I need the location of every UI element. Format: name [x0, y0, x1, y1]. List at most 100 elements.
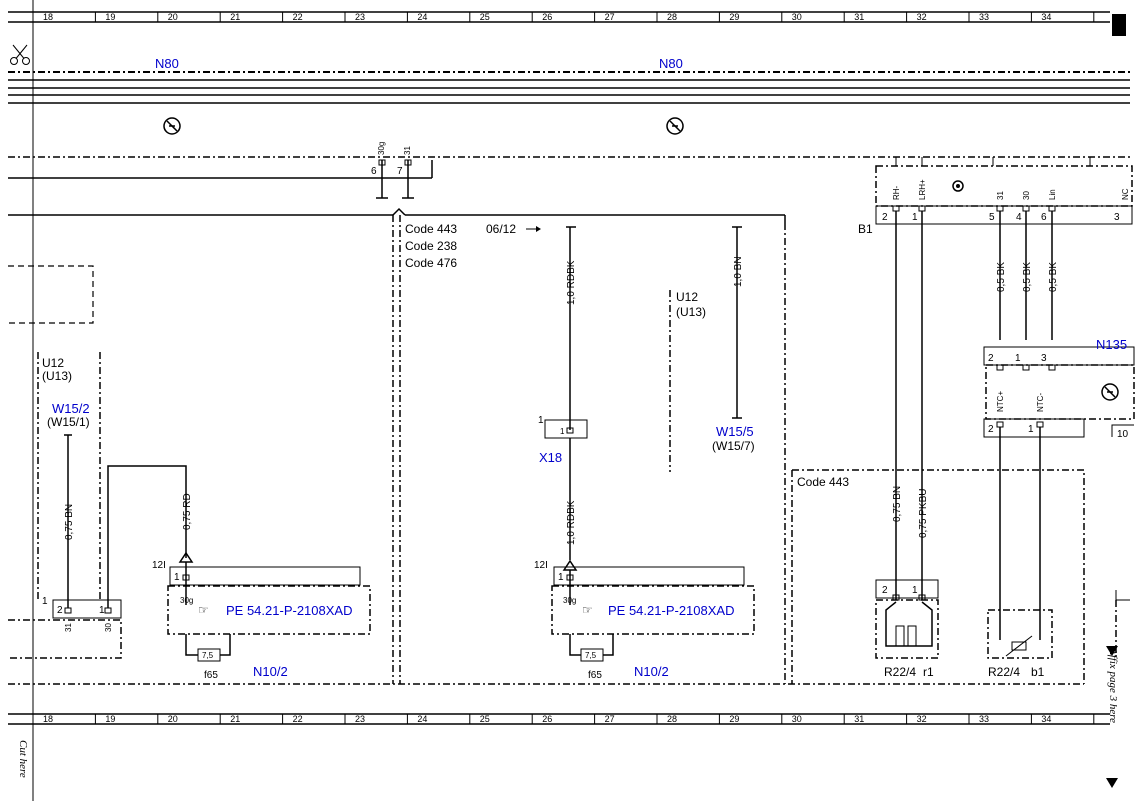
- pin-31-label: 31: [64, 623, 73, 632]
- ruler-number: 30: [792, 12, 802, 22]
- pin-10: 10: [1117, 429, 1129, 440]
- n80-bus: N80 N80: [8, 56, 1130, 104]
- pin-num-6: 6: [371, 166, 377, 177]
- pin-12i: 12I: [534, 560, 548, 571]
- pe-link-left[interactable]: PE 54.21-P-2108XAD: [226, 603, 352, 618]
- b1-num-4: 4: [1016, 212, 1022, 223]
- ruler-number: 26: [542, 12, 552, 22]
- n80-label-left: N80: [155, 56, 179, 71]
- corner-marker: [1112, 14, 1126, 36]
- affix-label: Affix page 3 here: [1107, 647, 1119, 723]
- n10-2-middle: 12I 1 30g ☞ PE 54.21-P-2108XAD 7,5 f65 N…: [534, 559, 755, 681]
- r22-pin-2: 2: [882, 585, 888, 596]
- pin-1b: 1: [99, 605, 105, 616]
- ruler-number: 25: [480, 12, 490, 22]
- wire-0-75-bn-right: 0,75 BN: [892, 486, 903, 522]
- n10-2-left: 12I 1 30g ☞ PE 54.21-P-2108XAD 7,5 f65 N…: [152, 551, 371, 681]
- pin-2: 2: [57, 605, 63, 616]
- ruler-number: 27: [605, 714, 615, 724]
- pin-31: 31: [403, 146, 412, 155]
- x18-label: X18: [539, 450, 562, 465]
- left-partial-box: [8, 265, 94, 324]
- r22-4-r1-label: R22/4: [884, 665, 916, 679]
- pin-30g-label: 30g: [180, 596, 193, 605]
- w15-1-label: (W15/1): [47, 415, 90, 429]
- pin-12i: 12I: [152, 560, 166, 571]
- ruler-number: 19: [105, 12, 115, 22]
- ruler-number: 29: [729, 714, 739, 724]
- r22-pin-1: 1: [912, 585, 918, 596]
- ruler-number: 33: [979, 714, 989, 724]
- fuse-value: 7,5: [585, 651, 597, 660]
- n135-bottom-1: 1: [1028, 424, 1034, 435]
- b1-num-6: 6: [1041, 212, 1047, 223]
- ntc-minus: NTC-: [1036, 393, 1045, 412]
- ntc-plus: NTC+: [996, 391, 1005, 412]
- pe-link-mid[interactable]: PE 54.21-P-2108XAD: [608, 603, 734, 618]
- arrow-right-icon: [536, 226, 541, 232]
- pin-31: 31: [996, 191, 1005, 200]
- n135-pin-3: 3: [1041, 353, 1047, 364]
- b1-module: B1 RH- LRH+ 31 30 Lin NC 2 1 5 4 6 3: [858, 157, 1133, 236]
- wire-0-75-rd: 0,75 RD: [182, 493, 193, 530]
- n80-connector: 30g 31 6 7: [8, 142, 433, 199]
- code-476: Code 476: [405, 256, 457, 270]
- module-top-border: [8, 207, 786, 223]
- n135-module: N135 2 1 3 NTC+ NTC- 2 1 10: [983, 337, 1135, 640]
- sensor-icon: [952, 180, 964, 192]
- ruler-number: 24: [417, 714, 427, 724]
- ruler-number: 33: [979, 12, 989, 22]
- b1-num-3: 3: [1114, 212, 1120, 223]
- ruler-number: 25: [480, 714, 490, 724]
- ruler-number: 26: [542, 714, 552, 724]
- wire-1-0-bn: 1,0 BN: [733, 256, 744, 287]
- ruler-number: 18: [43, 12, 53, 22]
- ruler-number: 18: [43, 714, 53, 724]
- reference-06-12: 06/12: [486, 222, 516, 236]
- control-unit-icon: [666, 117, 684, 135]
- ruler-number: 28: [667, 714, 677, 724]
- middle-section: 1,0 RDBK 1 1 X18 1,0 RDBK 1,0 BN W15/5 (…: [538, 226, 755, 560]
- wire-0-5-bk-1: 0,5 BK: [996, 262, 1007, 292]
- pin-30: 30: [1022, 191, 1031, 200]
- ruler-number: 30: [792, 714, 802, 724]
- ruler-number: 23: [355, 714, 365, 724]
- w15-2-label: W15/2: [52, 401, 90, 416]
- arrow-down-icon: [1106, 778, 1118, 788]
- n135-label: N135: [1096, 337, 1127, 352]
- hand-pointer-icon: ☞: [582, 603, 593, 617]
- ruler-number: 20: [168, 12, 178, 22]
- code-443-box: Code 443 0,75 BN 0,75 PKBU 2 1 R22/4 r1 …: [792, 469, 1130, 684]
- n10-2-label-mid: N10/2: [634, 664, 669, 679]
- u13-label: (U13): [42, 369, 72, 383]
- b1-wires: 0,5 BK 0,5 BK 0,5 BK: [895, 211, 1059, 540]
- pin-nc: NC: [1121, 188, 1130, 200]
- u12-label-mid: U12: [676, 290, 698, 304]
- pin-30-label: 30: [104, 623, 113, 632]
- pin-1-label: 1: [558, 572, 564, 583]
- arrow-down-icon: [1106, 646, 1118, 656]
- x18-pin-1: 1: [560, 427, 565, 436]
- ruler-number: 28: [667, 12, 677, 22]
- r1-sub: r1: [923, 665, 934, 679]
- u12-left-section: U12 (U13) W15/2 (W15/1) 0,75 BN 0,75 RD …: [8, 352, 193, 659]
- pin-1: 1: [42, 596, 48, 607]
- b1-label: B1: [858, 222, 873, 236]
- w15-7-label: (W15/7): [712, 439, 755, 453]
- pin-num-7: 7: [397, 166, 403, 177]
- wire-1-0-rdbk: 1,0 RDBK: [566, 260, 577, 305]
- pin-rh-minus: RH-: [892, 185, 901, 200]
- ruler-number: 34: [1041, 12, 1051, 22]
- ruler-number: 32: [917, 12, 927, 22]
- b1-num-1: 1: [912, 212, 918, 223]
- ruler-number: 24: [417, 12, 427, 22]
- ruler-number: 34: [1041, 714, 1051, 724]
- ruler-number: 32: [917, 714, 927, 724]
- ruler-number: 22: [293, 12, 303, 22]
- u12-label: U12: [42, 356, 64, 370]
- n135-pin-1: 1: [1015, 353, 1021, 364]
- ruler-number: 21: [230, 12, 240, 22]
- wire-0-5-bk-2: 0,5 BK: [1022, 262, 1033, 292]
- ruler-number: 19: [105, 714, 115, 724]
